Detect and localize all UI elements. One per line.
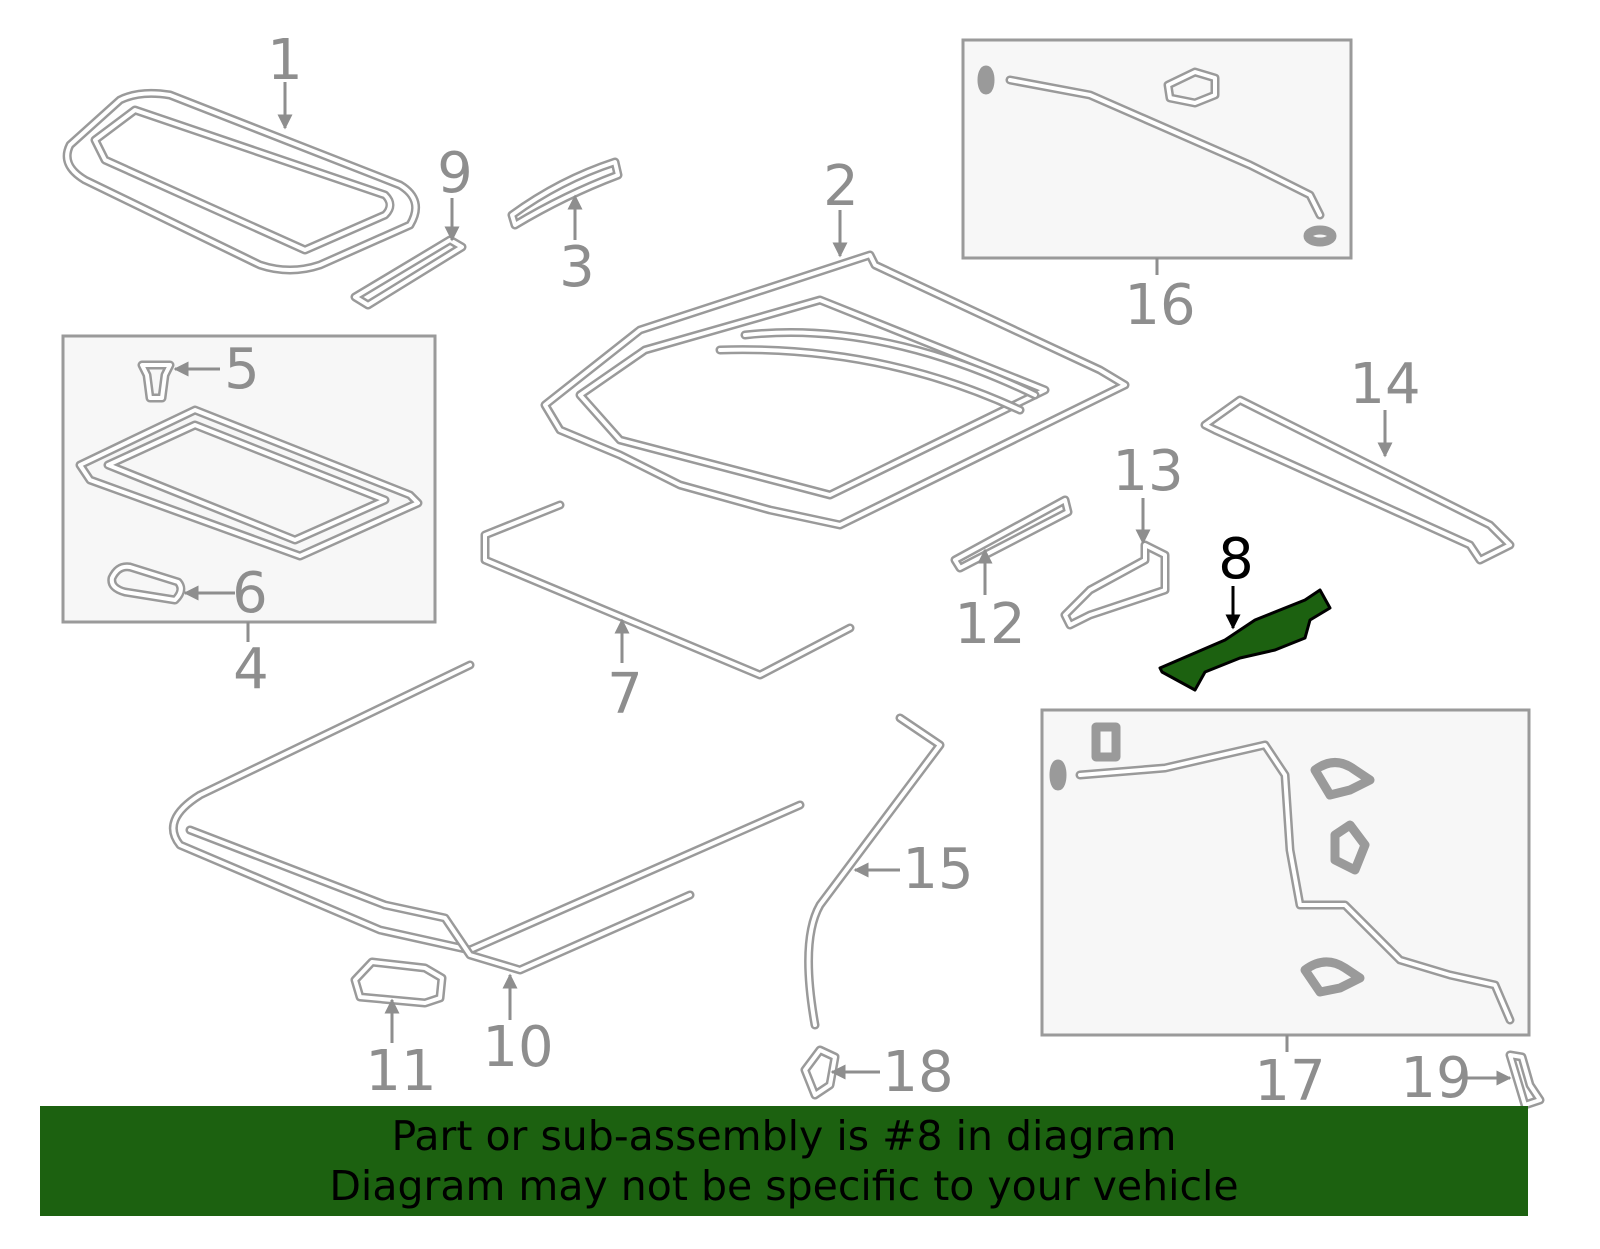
callout-5: 5 <box>224 337 260 402</box>
callout-10: 10 <box>482 1015 553 1080</box>
part-1-glass-panel <box>62 88 421 275</box>
leader-lines <box>173 82 1512 1086</box>
part-17-cable <box>1049 722 1515 1025</box>
part-3-deflector <box>507 157 623 230</box>
callout-labels: 1 9 3 2 5 6 4 7 12 13 14 8 16 15 17 10 1… <box>224 28 1471 1114</box>
callout-1: 1 <box>267 28 303 93</box>
part-19-clip <box>1505 1050 1545 1110</box>
callout-6: 6 <box>232 561 268 626</box>
part-18-clip <box>800 1045 840 1100</box>
callout-13: 13 <box>1112 439 1183 504</box>
part-16-cable <box>977 65 1337 247</box>
banner-line-1: Part or sub-assembly is #8 in diagram <box>391 1112 1177 1160</box>
part-2-sunroof-frame <box>540 250 1130 530</box>
part-8-highlighted[interactable] <box>1158 588 1332 692</box>
part-14-rail <box>1200 395 1515 565</box>
part-15-drain-hose <box>804 713 945 1030</box>
inset-box-17 <box>1040 708 1531 1037</box>
callout-12: 12 <box>954 592 1025 657</box>
callout-2: 2 <box>823 154 859 219</box>
banner-line-2: Diagram may not be specific to your vehi… <box>329 1162 1239 1210</box>
part-9-seal-strip <box>350 235 467 310</box>
part-info-banner: Part or sub-assembly is #8 in diagram Di… <box>40 1106 1528 1216</box>
part-11-motor <box>350 957 447 1008</box>
callout-18: 18 <box>882 1040 953 1105</box>
part-4-sunshade <box>75 405 423 561</box>
callout-14: 14 <box>1349 352 1420 417</box>
callout-3: 3 <box>559 235 595 300</box>
callout-7: 7 <box>607 662 643 727</box>
callout-19: 19 <box>1400 1046 1471 1111</box>
part-7-seal <box>480 500 855 680</box>
callout-17: 17 <box>1254 1049 1325 1114</box>
part-5-clip <box>137 360 175 403</box>
callout-4: 4 <box>233 637 269 702</box>
part-10-drain-frame <box>168 660 805 975</box>
callout-8: 8 <box>1218 527 1254 592</box>
callout-16: 16 <box>1124 273 1195 338</box>
part-13-bracket <box>1060 540 1170 630</box>
callout-9: 9 <box>437 141 473 206</box>
callout-11: 11 <box>365 1039 436 1104</box>
callout-15: 15 <box>902 837 973 902</box>
part-12-seal-strip <box>950 495 1073 573</box>
inset-box-16 <box>961 38 1353 260</box>
part-6-handle <box>107 562 186 605</box>
